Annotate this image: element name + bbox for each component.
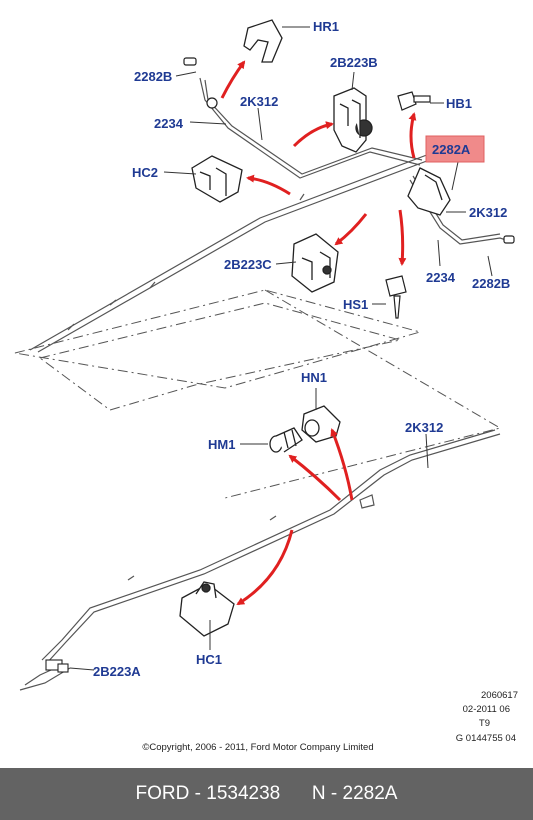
part-hc1-clip [179,581,235,637]
meta-reference: G 0144755 04 [456,733,516,744]
meta-drawing-number: 2060617 [481,690,518,701]
part-hb1-bolt [397,91,431,111]
part-2282b-right [503,235,515,244]
brake-lines-lower [19,429,501,691]
meta-date-code: 02-2011 06 [463,704,510,715]
frame-outline [14,289,502,499]
label-hb1: HB1 [446,96,472,111]
label-hr1: HR1 [313,19,339,34]
part-2282b-top [183,57,218,109]
footer-brand: FORD [135,783,190,804]
part-hr1-bracket [243,19,283,63]
part-2b223a-clip [45,659,69,673]
footer-ref: N - 2282A [311,783,398,804]
label-2k312-top: 2K312 [240,94,278,109]
part-number-footer: FORD - 1534238 N - 2282A [0,768,533,820]
leader-lines [69,26,493,671]
label-2b223c: 2B223C [224,257,272,272]
label-hm1: HM1 [208,437,235,452]
footer-part-number: 1534238 [206,783,281,804]
label-2282a: 2282A [432,142,471,157]
footer-separator: - [189,783,207,804]
label-hs1: HS1 [343,297,368,312]
label-2b223b: 2B223B [330,55,378,70]
meta-revision: T9 [479,718,490,729]
label-hn1: HN1 [301,370,327,385]
label-hc1: HC1 [196,652,222,667]
label-hc2: HC2 [132,165,158,180]
copyright-text: ©Copyright, 2006 - 2011, Ford Motor Comp… [142,742,373,753]
label-2b223a: 2B223A [93,664,141,679]
part-2b223c-clip [291,233,339,293]
label-2k312-mid: 2K312 [405,420,443,435]
part-hs1-screw [385,275,407,319]
part-2282a-hose [407,167,451,216]
part-hc2-clip [191,155,243,203]
part-hm1-fitting [269,427,303,453]
highlight-box-2282a [425,135,485,163]
label-2234-right: 2234 [426,270,456,285]
red-arrows [220,60,417,606]
label-2234-top: 2234 [154,116,184,131]
brake-line-diagram: HR1 2282B 2B223B HB1 2K312 2234 2282A HC… [14,19,518,753]
label-2k312-right: 2K312 [469,205,507,220]
label-2282b-right: 2282B [472,276,510,291]
label-2282b-top: 2282B [134,69,172,84]
footer-gap [280,783,312,805]
part-2b223b-clip [333,87,373,153]
